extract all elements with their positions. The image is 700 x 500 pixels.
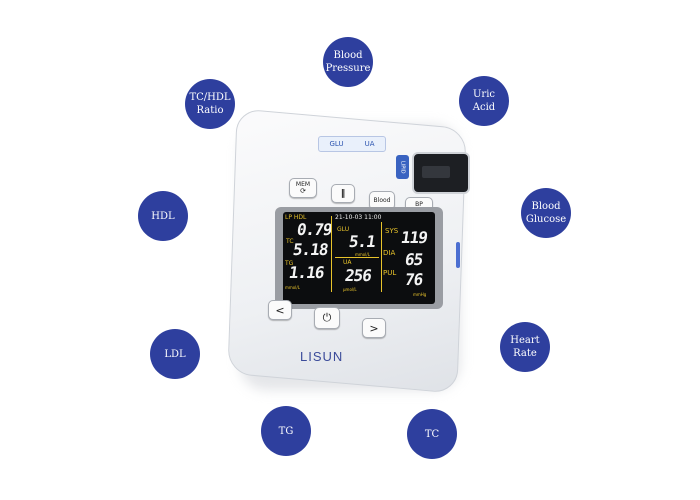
blood-button-label: Blood [373, 197, 391, 204]
display-screen: LP HDL 0.79 TC 5.18 TG 1.16 mmol/L 21-10… [283, 212, 435, 304]
power-icon: ⏻ [322, 311, 332, 324]
hdl-value: 0.79 [295, 220, 333, 239]
label-blood-glucose: Blood Glucose [521, 188, 571, 238]
label-ldl: LDL [150, 329, 200, 379]
bp-button-label: BP [415, 200, 423, 208]
mem-button[interactable]: MEM ⟳ [289, 178, 317, 198]
tg-label: TG [285, 260, 294, 267]
datetime-readout: 21-10-03 11:00 [335, 214, 382, 221]
pul-label: PUL [383, 269, 397, 277]
lipid-cartridge-slot [412, 152, 470, 194]
dia-label: DIA [383, 249, 396, 257]
glu-value: 5.1 [347, 232, 377, 251]
glu-label: GLU [337, 226, 350, 233]
screen-divider-mid [335, 257, 379, 258]
strip-button[interactable]: ‖ [331, 184, 355, 203]
label-tc: TC [407, 409, 457, 459]
label-tg: TG [261, 406, 311, 456]
mmhg-unit: mmHg [413, 292, 427, 297]
lp-hdl-label: LP HDL [285, 214, 307, 221]
ua-label: UA [343, 259, 352, 266]
mmol-unit: mmol/L [285, 285, 300, 290]
next-button[interactable]: > [362, 318, 386, 338]
label-heart-rate: Heart Rate [500, 322, 550, 372]
sys-value: 119 [399, 228, 429, 247]
tg-value: 1.16 [287, 263, 325, 282]
strip-ua-label: UA [364, 140, 375, 148]
umol-unit: μmol/L [343, 287, 357, 292]
glu-mmol-unit: mmol/L [355, 252, 370, 257]
refresh-icon: ⟳ [300, 187, 306, 195]
test-strips-icon: ‖ [340, 188, 346, 199]
brand-logo: LISUN [300, 349, 344, 364]
dia-value: 65 [403, 250, 424, 269]
lipid-port-label: LIPID [396, 155, 409, 179]
screen-divider-right [381, 222, 382, 292]
label-uric-acid: Uric Acid [459, 76, 509, 126]
label-tc-hdl-ratio: TC/HDL Ratio [185, 79, 235, 129]
tc-value: 5.18 [291, 240, 329, 259]
ua-value: 256 [343, 266, 373, 285]
strip-glu-label: GLU [329, 140, 344, 148]
side-indicator-light [456, 242, 460, 268]
screen-divider-left [331, 216, 332, 292]
chevron-right-icon: > [369, 321, 379, 335]
blood-button[interactable]: Blood [369, 191, 395, 210]
mem-button-label: MEM [295, 181, 311, 188]
label-hdl: HDL [138, 191, 188, 241]
sys-label: SYS [385, 227, 399, 235]
tc-label: TC [286, 238, 294, 245]
prev-button[interactable]: < [268, 300, 292, 320]
chevron-left-icon: < [275, 303, 285, 317]
power-button[interactable]: ⏻ [314, 307, 340, 329]
pul-value: 76 [403, 270, 424, 289]
label-blood-pressure: Blood Pressure [323, 37, 373, 87]
test-strip-slot: GLU UA [318, 136, 386, 152]
